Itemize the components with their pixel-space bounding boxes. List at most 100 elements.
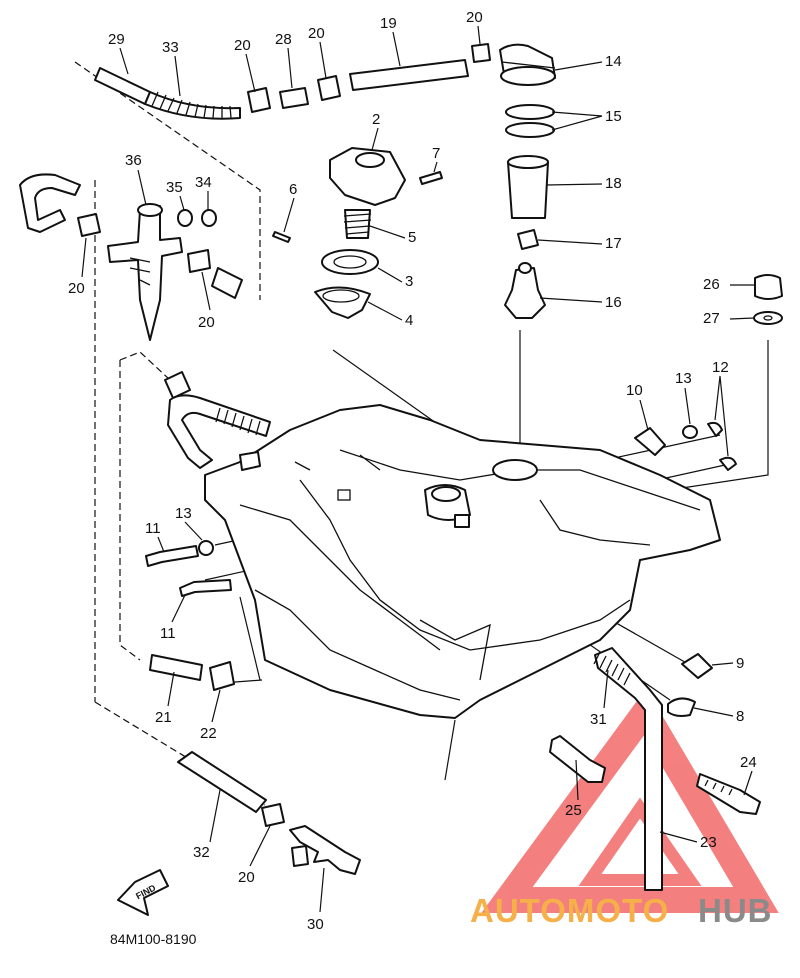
- hose-loop: [167, 394, 271, 469]
- callout-11: 11: [145, 520, 161, 537]
- callout-26: 26: [703, 276, 720, 293]
- callout-30: 30: [307, 916, 324, 933]
- callout-25: 25: [565, 802, 582, 819]
- hose-32: [177, 751, 267, 813]
- fuel-tank: [204, 404, 721, 719]
- callout-28: 28: [275, 31, 292, 48]
- hose-end-top: [164, 371, 191, 399]
- callout-13: 13: [175, 505, 192, 522]
- diagram-code: 84M100-8190: [110, 931, 197, 947]
- callout-5: 5: [408, 229, 416, 246]
- callout-32: 32: [193, 844, 210, 861]
- clamp-20-a: [247, 87, 271, 113]
- tank-hoses: [164, 371, 271, 471]
- hose-29: [94, 67, 151, 105]
- nut-34: [201, 209, 217, 227]
- washer-13-right: [682, 425, 698, 439]
- callout-29: 29: [108, 31, 125, 48]
- callout-36: 36: [125, 152, 142, 169]
- hose-19: [349, 59, 469, 91]
- callout-3: 3: [405, 273, 413, 290]
- callout-10: 10: [626, 382, 643, 399]
- filler-cap-group: [272, 147, 443, 319]
- grommet-26: [754, 274, 783, 300]
- ring-15-a: [505, 104, 555, 120]
- callout-2: 2: [372, 111, 380, 128]
- callout-leaders: [81, 25, 755, 913]
- callout-13: 13: [675, 370, 692, 387]
- pin-7: [419, 171, 443, 185]
- hose-23: [594, 647, 663, 891]
- callout-7: 7: [432, 145, 440, 162]
- watermark-left: AUTOMOTO: [470, 892, 669, 929]
- strainer-4: [314, 286, 371, 319]
- callout-21: 21: [155, 709, 172, 726]
- callout-20: 20: [198, 314, 215, 331]
- find-arrow: FIND: [117, 869, 169, 916]
- valve-16: [504, 267, 546, 319]
- fuel-cock-group: [19, 173, 243, 341]
- callout-16: 16: [605, 294, 622, 311]
- callout-15: 15: [605, 108, 622, 125]
- strap-24: [696, 773, 761, 815]
- strap-25: [549, 735, 606, 783]
- clip-17: [517, 229, 539, 250]
- watermark-triangle-logo: [481, 688, 779, 913]
- clip-12-a: [707, 421, 723, 437]
- callout-20: 20: [308, 25, 325, 42]
- bolt-11-a: [145, 545, 199, 567]
- spring-9: [681, 653, 713, 679]
- callout-35: 35: [166, 179, 183, 196]
- clamp-20-c: [471, 43, 491, 63]
- callout-9: 9: [736, 655, 744, 672]
- watermark-text: AUTOMOTO HUB: [470, 892, 773, 929]
- callout-34: 34: [195, 174, 212, 191]
- callout-14: 14: [605, 53, 622, 70]
- pin-6: [272, 231, 291, 243]
- cap-2: [329, 147, 406, 206]
- callout-8: 8: [736, 708, 744, 725]
- fuel-cock-36: [107, 205, 183, 341]
- callout-20: 20: [238, 869, 255, 886]
- cap-8: [667, 697, 696, 717]
- callout-4: 4: [405, 312, 413, 329]
- top-hose-assembly: [94, 43, 491, 120]
- callout-6: 6: [289, 181, 297, 198]
- callout-19: 19: [380, 15, 397, 32]
- clamp-22: [209, 661, 235, 691]
- bolts: [145, 540, 232, 597]
- clamp-20-b: [317, 75, 341, 101]
- fuel-cap-assembly: [499, 43, 556, 319]
- callout-12: 12: [712, 359, 729, 376]
- spring-5: [343, 209, 372, 239]
- callout-23: 23: [700, 834, 717, 851]
- callout-22: 22: [200, 725, 217, 742]
- spring-10: [634, 427, 666, 456]
- ring-3: [321, 249, 379, 275]
- clip-12-b: [719, 456, 737, 471]
- callout-33: 33: [162, 39, 179, 56]
- watermark-right: HUB: [698, 892, 773, 929]
- nut-35: [177, 209, 193, 227]
- hose-stub: [211, 267, 243, 299]
- clamp-20-left: [77, 213, 101, 237]
- spring-33: [144, 91, 241, 120]
- callout-numbers: 29 33 20 28 20 19 20 14 15 18 17 16 2 7 …: [68, 9, 757, 933]
- lower-right-parts: [549, 647, 761, 891]
- callout-20: 20: [68, 280, 85, 297]
- sleeve-18: [507, 161, 549, 219]
- bolt-11-b: [179, 579, 232, 597]
- washer-27: [753, 311, 783, 325]
- callout-20: 20: [234, 37, 251, 54]
- ring-15-b: [505, 122, 555, 138]
- callout-31: 31: [590, 711, 607, 728]
- clamp-20-bottom: [261, 803, 285, 827]
- callout-18: 18: [605, 175, 622, 192]
- hose-21: [149, 654, 203, 681]
- callout-20: 20: [466, 9, 483, 26]
- callout-24: 24: [740, 754, 757, 771]
- joint-30: [289, 825, 361, 875]
- clamp-20-right: [187, 249, 211, 273]
- callout-27: 27: [703, 310, 720, 327]
